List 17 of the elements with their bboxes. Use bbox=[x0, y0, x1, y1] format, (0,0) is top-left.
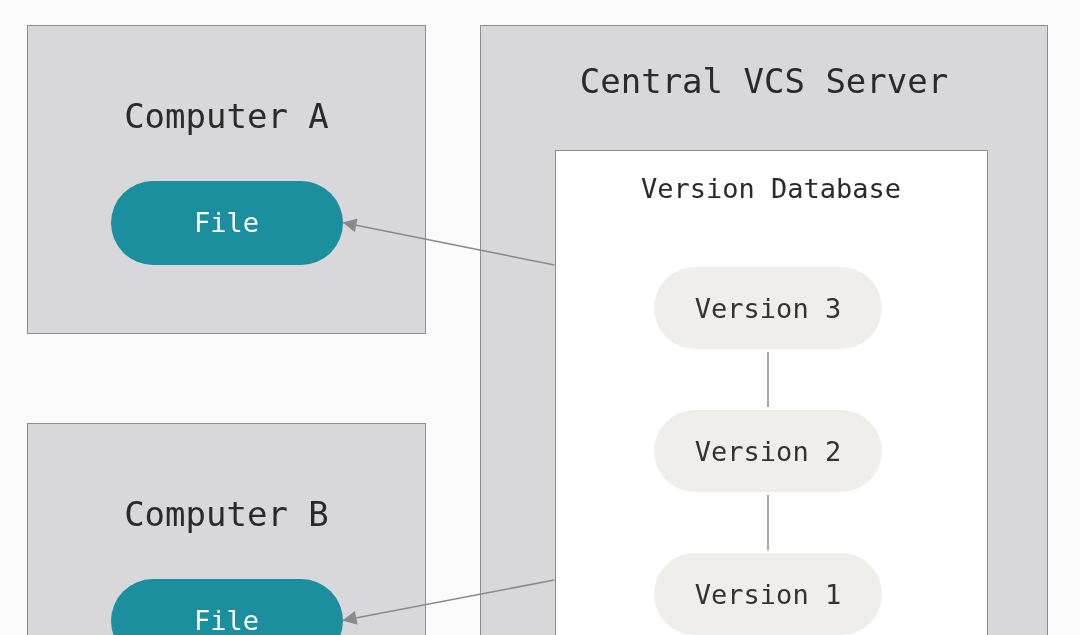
connector-line bbox=[767, 351, 769, 408]
file-pill: File bbox=[110, 180, 343, 265]
arrow bbox=[341, 218, 556, 266]
connector-line bbox=[767, 494, 769, 551]
computer-box bbox=[27, 25, 426, 334]
box-heading: Computer A bbox=[123, 96, 330, 136]
box-heading: Central VCS Server bbox=[578, 61, 950, 101]
version-pill: Version 1 bbox=[654, 553, 882, 635]
arrow bbox=[341, 579, 556, 625]
server-box bbox=[480, 25, 1048, 635]
file-pill: File bbox=[110, 578, 343, 635]
version-pill: Version 3 bbox=[654, 267, 882, 349]
computer-box bbox=[27, 423, 426, 635]
database-box bbox=[554, 149, 988, 635]
box-heading: Version Database bbox=[639, 172, 903, 204]
version-pill: Version 2 bbox=[654, 410, 882, 492]
box-heading: Computer B bbox=[123, 494, 330, 534]
